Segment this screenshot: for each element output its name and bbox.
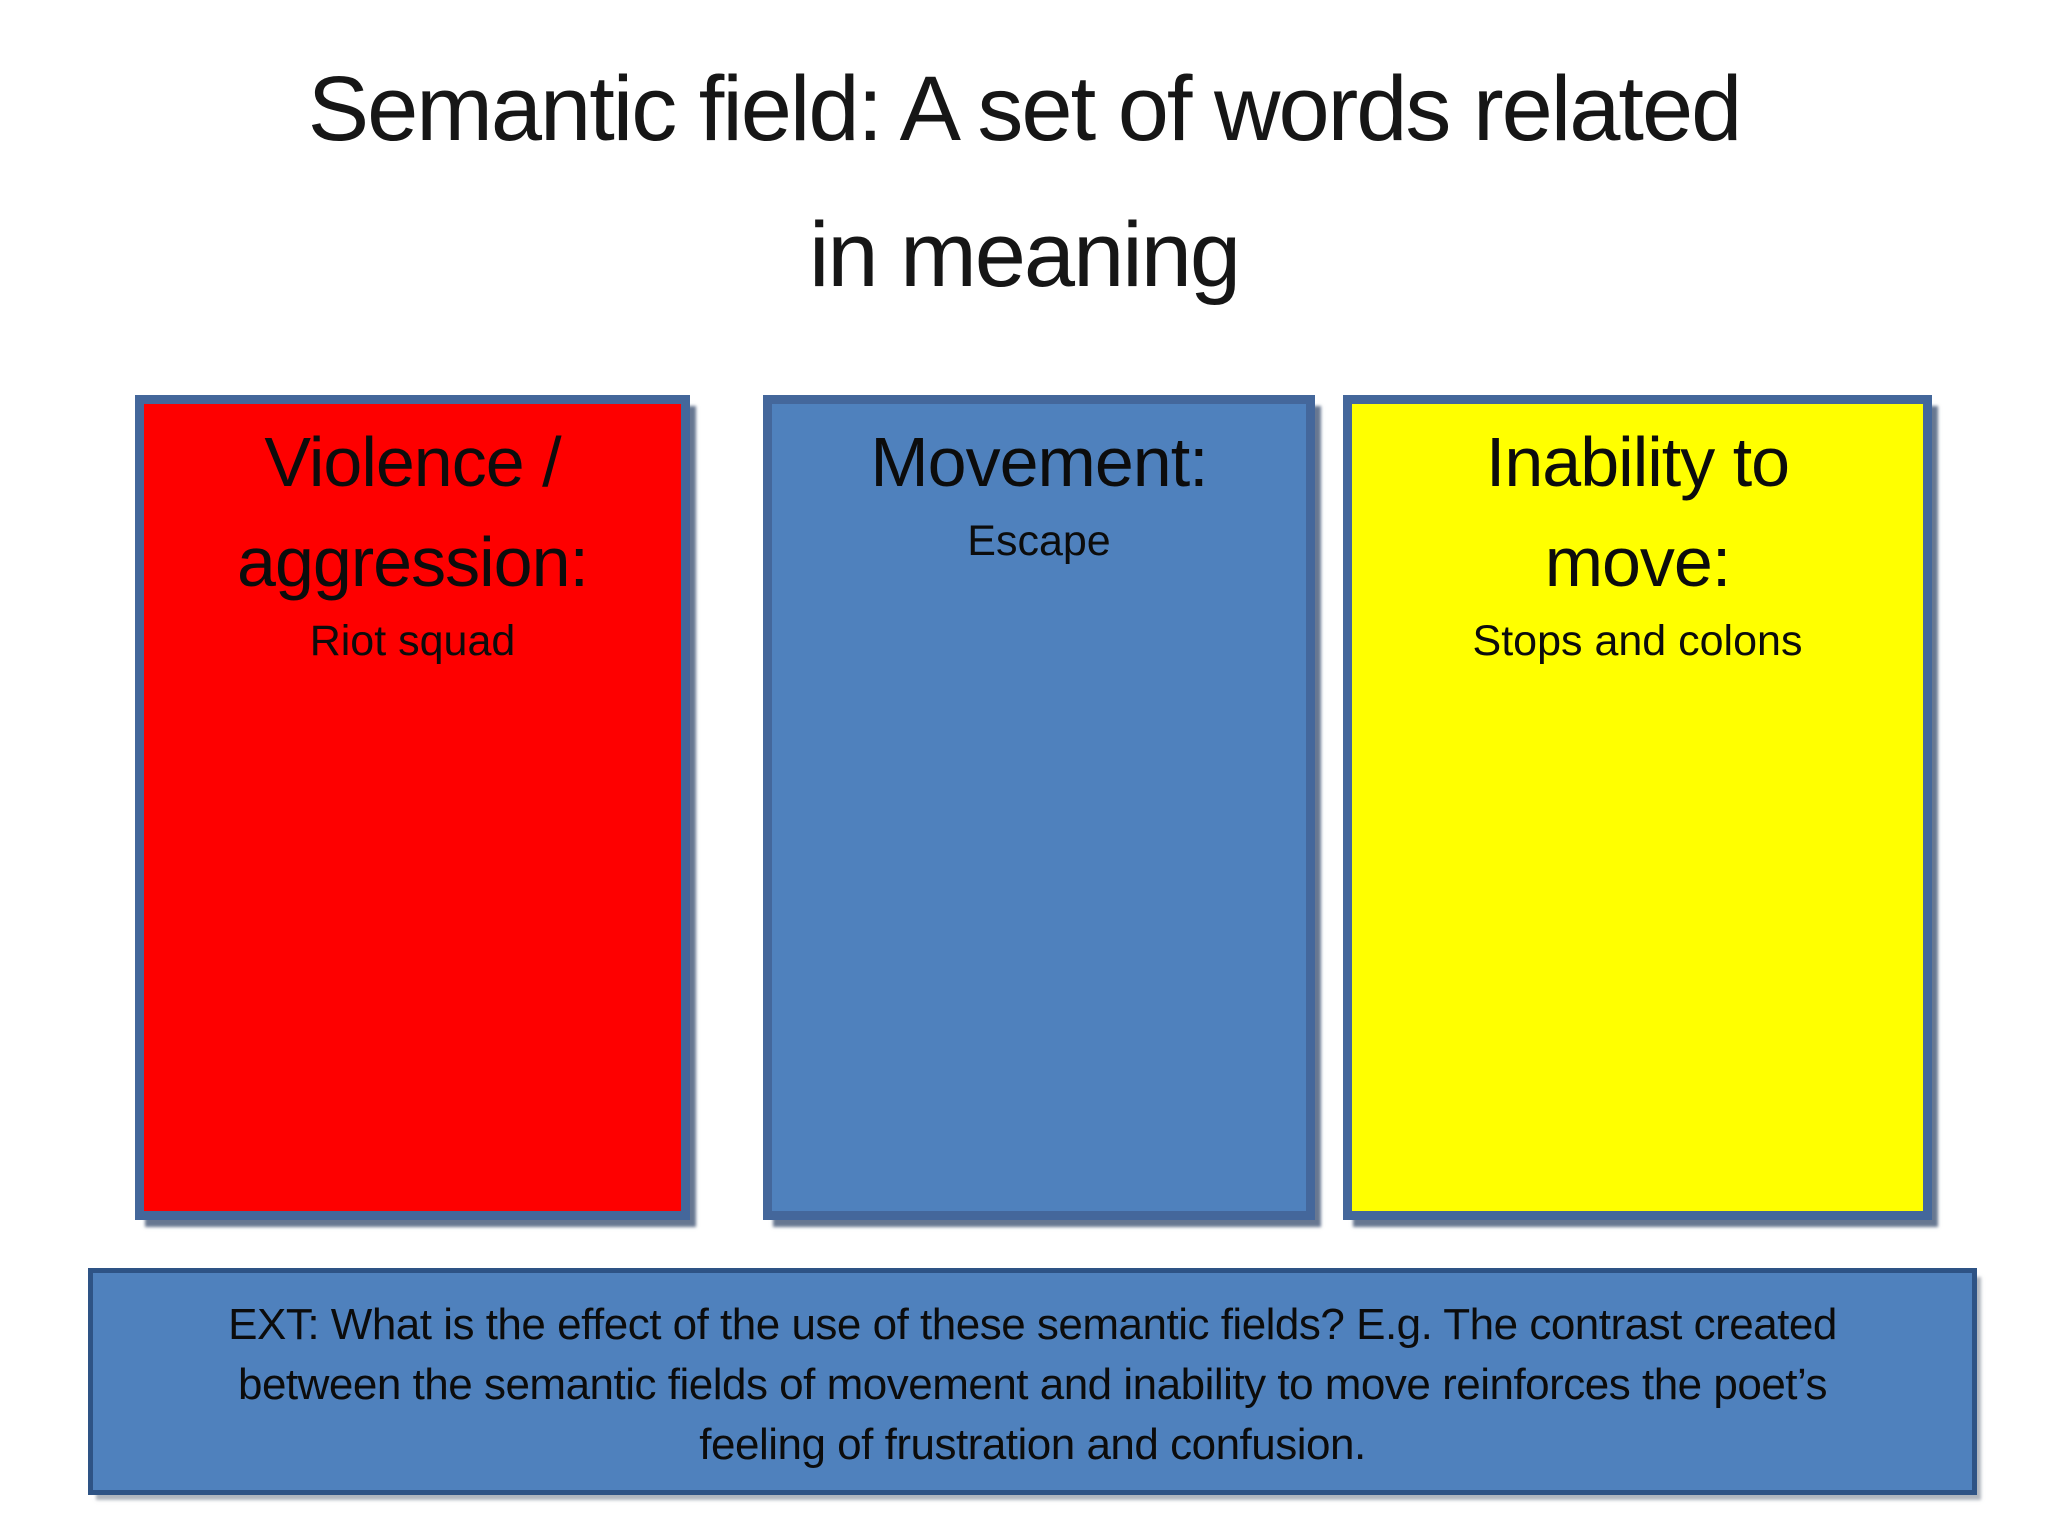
box-subtext-movement: Escape <box>967 517 1111 565</box>
ext-banner-line-1: EXT: What is the effect of the use of th… <box>228 1300 1837 1349</box>
box-heading-line: Violence / <box>264 423 561 501</box>
ext-banner-line-2: between the semantic fields of movement … <box>237 1360 1828 1409</box>
slide-title: Semantic field: A set of words related i… <box>0 36 2048 328</box>
box-heading-inability: Inability to move: <box>1352 412 1923 612</box>
box-heading-line: move: <box>1544 523 1732 601</box>
slide-title-line-1: Semantic field: A set of words related <box>307 58 1743 160</box>
box-heading-movement: Movement: <box>772 412 1306 512</box>
box-subtext-violence: Riot squad <box>309 617 516 665</box>
semantic-field-box-violence: Violence / aggression: Riot squad <box>135 395 690 1220</box>
semantic-field-box-movement: Movement: Escape <box>763 395 1315 1220</box>
box-heading-violence: Violence / aggression: <box>144 412 681 612</box>
semantic-field-box-inability: Inability to move: Stops and colons <box>1343 395 1932 1220</box>
ext-banner-line-3: feeling of frustration and confusion. <box>699 1420 1366 1469</box>
box-heading-line: Inability to <box>1485 423 1790 501</box>
box-heading-line: Movement: <box>870 423 1208 501</box>
box-subtext-inability: Stops and colons <box>1472 617 1803 665</box>
ext-task-banner: EXT: What is the effect of the use of th… <box>88 1268 1977 1495</box>
box-heading-line: aggression: <box>237 523 589 601</box>
slide-title-line-2: in meaning <box>808 204 1241 306</box>
